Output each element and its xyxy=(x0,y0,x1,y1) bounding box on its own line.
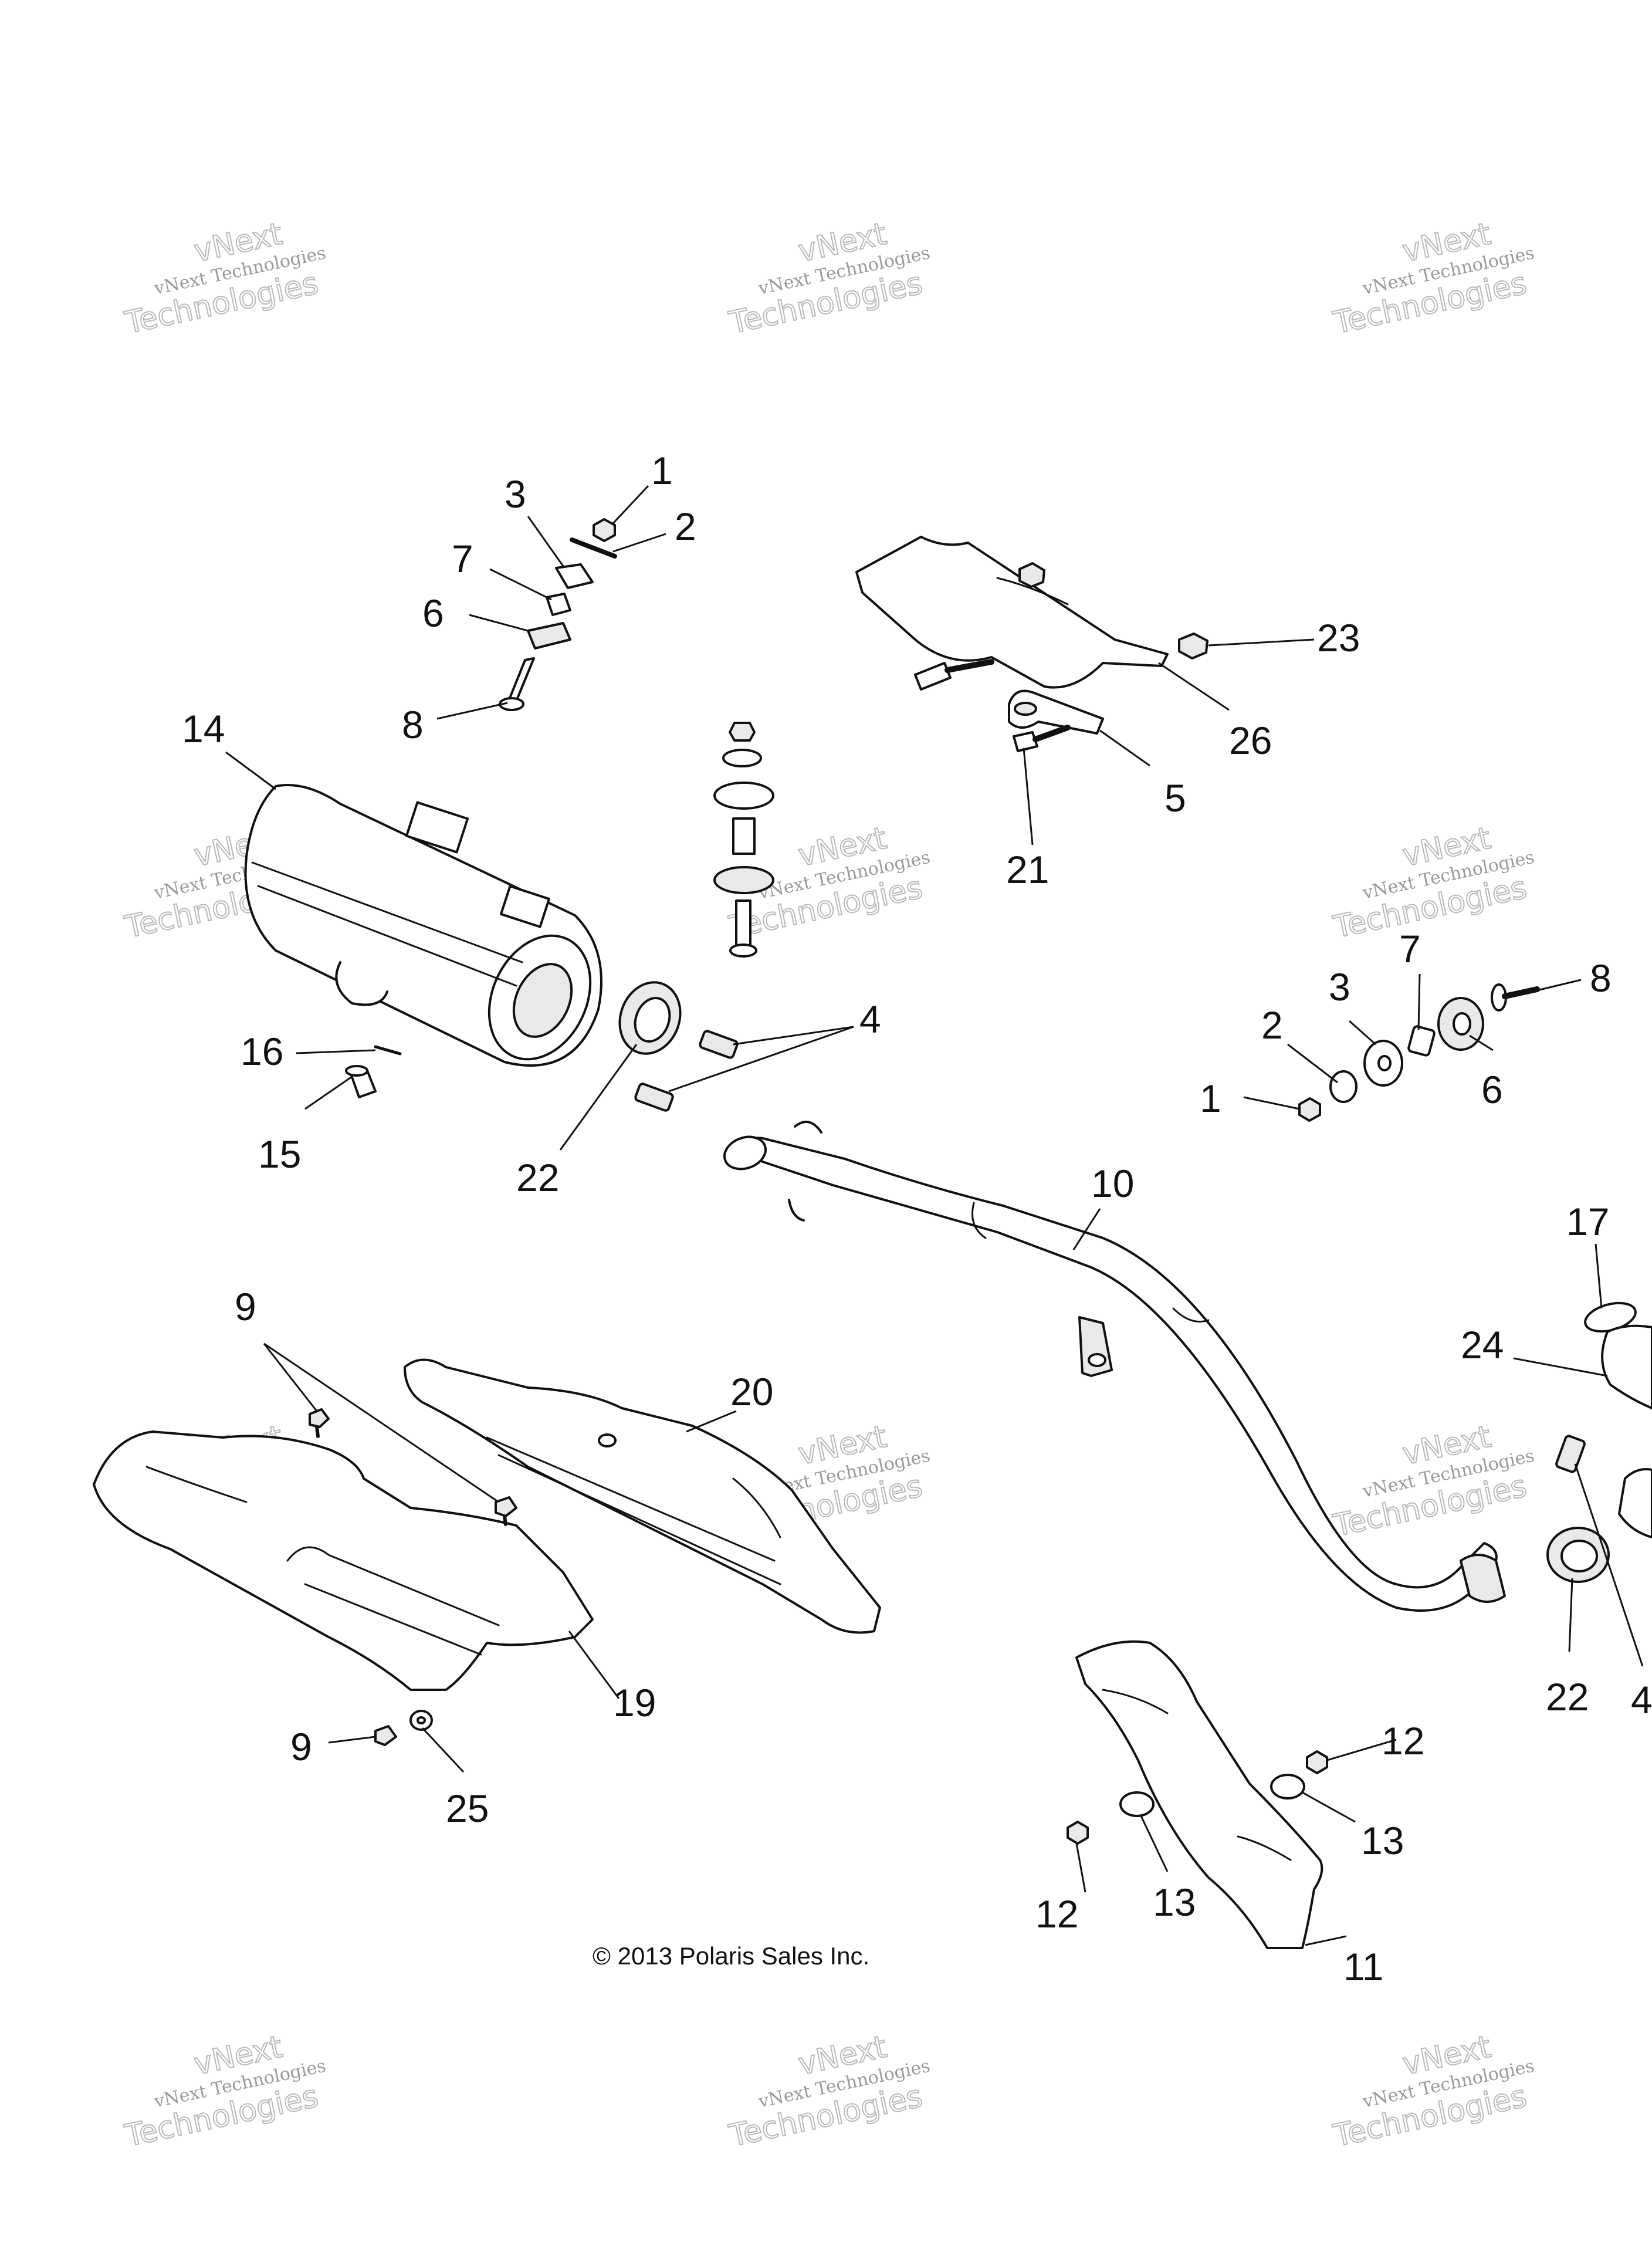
callout-3-right: 3 xyxy=(1329,965,1350,1009)
part-connector-right-edge xyxy=(1618,1468,1652,1538)
copyright-notice: © 2013 Polaris Sales Inc. xyxy=(593,1942,869,1970)
part-nut-12-b xyxy=(1067,1821,1089,1845)
callout-8-upper: 8 xyxy=(402,703,424,746)
part-screw-9-c xyxy=(374,1725,397,1746)
part-gasket-22-upper xyxy=(618,981,682,1055)
part-exhaust-pipe-10 xyxy=(723,1121,1506,1612)
part-nut-26-top xyxy=(1018,562,1045,588)
part-nut-23 xyxy=(1178,633,1208,659)
callout-12-left: 12 xyxy=(1035,1892,1078,1936)
part-mount-stack-center xyxy=(713,722,774,958)
part-shield-11 xyxy=(1075,1640,1323,1949)
part-bolt-hs-left xyxy=(914,659,994,691)
part-muffler-14 xyxy=(244,784,602,1067)
part-spring-pin-2-upper xyxy=(570,537,617,559)
callout-13-right: 13 xyxy=(1361,1819,1404,1862)
callout-22-right: 22 xyxy=(1546,1675,1589,1719)
callout-22-upper: 22 xyxy=(516,1156,559,1199)
callout-23: 23 xyxy=(1317,616,1360,659)
callout-19: 19 xyxy=(613,1681,656,1724)
callout-2-upper: 2 xyxy=(675,505,696,548)
callout-10: 10 xyxy=(1091,1162,1134,1205)
callout-7-right: 7 xyxy=(1399,927,1421,970)
leader-lines xyxy=(225,485,1644,1946)
callout-7-upper: 7 xyxy=(452,537,473,580)
callout-1-upper: 1 xyxy=(651,449,673,492)
part-sleeve-7-right xyxy=(1407,1025,1436,1057)
callout-12-right: 12 xyxy=(1382,1719,1424,1763)
callout-13-left: 13 xyxy=(1153,1880,1196,1924)
callout-8-right: 8 xyxy=(1590,956,1612,1000)
callout-9-lower: 9 xyxy=(290,1725,312,1768)
part-spring-4-right xyxy=(1555,1435,1586,1473)
part-bolt-21 xyxy=(1013,725,1071,752)
callout-15: 15 xyxy=(258,1132,301,1176)
callout-5: 5 xyxy=(1164,776,1186,820)
part-washer-3-upper xyxy=(555,563,594,589)
part-bushing-7-upper xyxy=(546,593,571,616)
callout-21: 21 xyxy=(1006,848,1049,891)
part-bolt-8-upper xyxy=(499,657,535,711)
callout-26: 26 xyxy=(1229,719,1272,762)
part-grommet-6-upper xyxy=(527,622,571,650)
part-clamp-24 xyxy=(1601,1324,1652,1409)
callout-20: 20 xyxy=(730,1370,773,1413)
part-nut-1-right xyxy=(1298,1097,1321,1122)
part-bracket-5 xyxy=(1008,689,1104,735)
part-washer-25 xyxy=(409,1710,433,1731)
callout-6-right: 6 xyxy=(1481,1068,1503,1111)
part-shield-20 xyxy=(404,1358,881,1634)
part-spring-4-b xyxy=(634,1083,674,1112)
callout-24: 24 xyxy=(1461,1323,1504,1367)
callout-6-upper: 6 xyxy=(422,591,444,635)
callout-11: 11 xyxy=(1343,1945,1384,1988)
callout-17: 17 xyxy=(1566,1200,1609,1243)
part-bushing-3-right xyxy=(1363,1040,1403,1087)
part-spring-4-a xyxy=(699,1030,739,1059)
callout-2-right: 2 xyxy=(1261,1003,1283,1047)
callout-14: 14 xyxy=(182,707,225,750)
part-washer-2-right xyxy=(1329,1070,1358,1103)
callout-16: 16 xyxy=(241,1030,283,1073)
callout-9-upper: 9 xyxy=(235,1285,256,1328)
part-heat-shield-26 xyxy=(855,536,1169,689)
part-grommet-6-right xyxy=(1437,997,1484,1051)
part-bolt-8-right xyxy=(1491,983,1540,1012)
part-nut-1-upper xyxy=(593,518,616,542)
callout-3-upper: 3 xyxy=(505,472,526,516)
part-washer-13-a xyxy=(1270,1774,1305,1800)
part-gasket-22-right xyxy=(1546,1527,1610,1583)
part-heat-shield-19 xyxy=(93,1430,594,1691)
part-pin-16 xyxy=(374,1045,402,1056)
callout-25: 25 xyxy=(446,1787,489,1830)
part-clip-15 xyxy=(345,1065,377,1098)
part-screw-9-b xyxy=(495,1496,517,1526)
callout-4-right: 4 xyxy=(1631,1678,1652,1721)
part-nut-12-a xyxy=(1306,1750,1328,1774)
callout-labels: 1 2 3 7 6 8 14 16 15 22 4 23 26 5 21 7 8… xyxy=(182,449,1652,1988)
callout-4-upper: 4 xyxy=(859,997,881,1041)
callout-1-right: 1 xyxy=(1200,1077,1221,1120)
part-washer-13-b xyxy=(1119,1791,1155,1817)
part-screw-9-a xyxy=(309,1408,330,1438)
